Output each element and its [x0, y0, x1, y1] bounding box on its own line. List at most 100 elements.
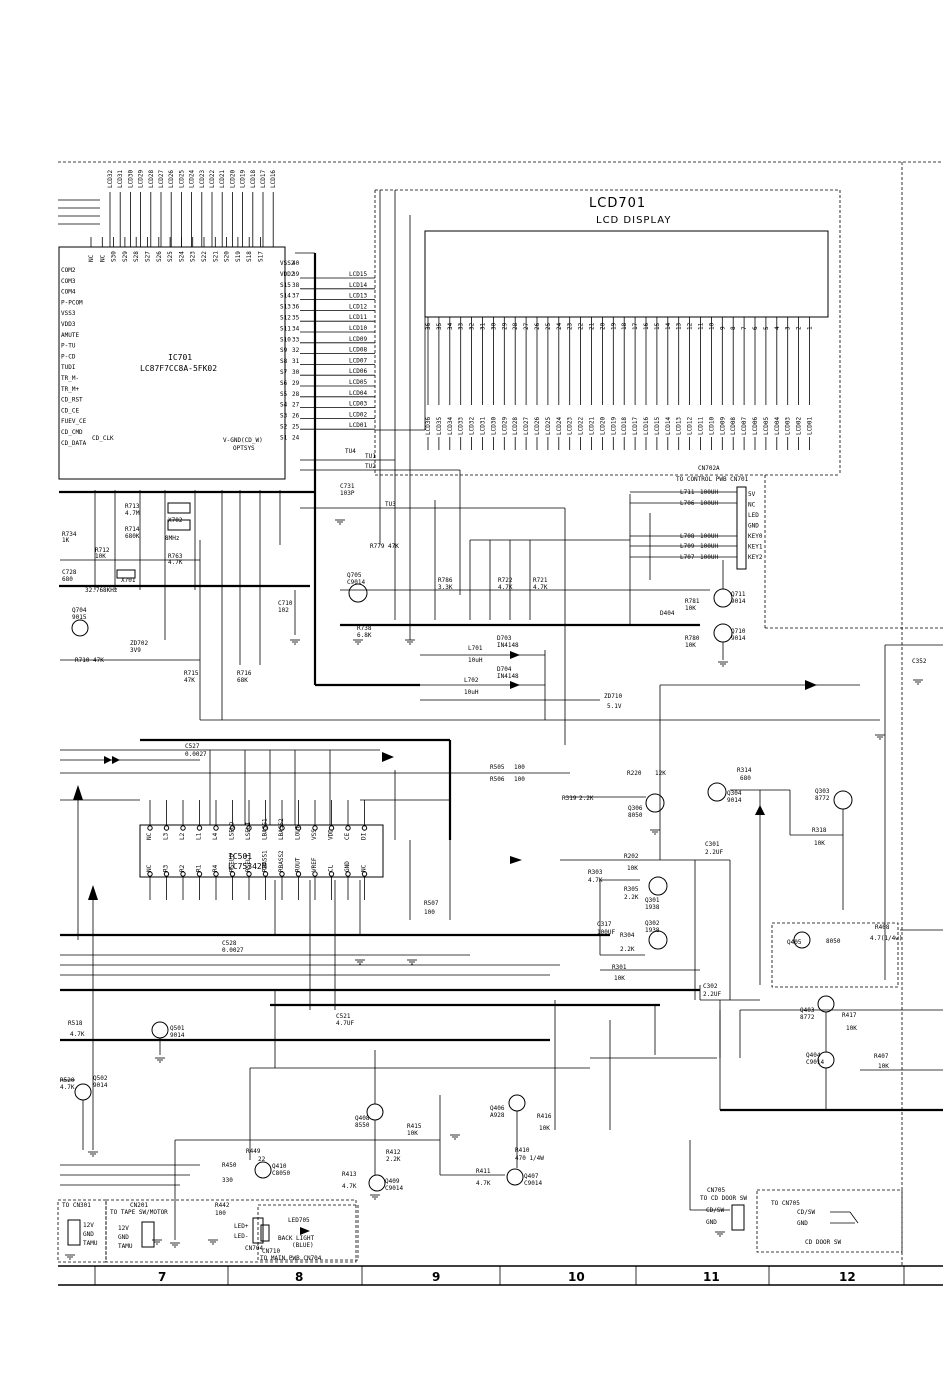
backlight-label: BACK LIGHT — [278, 1235, 315, 1242]
ic701-top-1: NC — [99, 254, 106, 262]
r713-ref: R713 — [125, 503, 140, 510]
r413-ref: R413 — [342, 1171, 357, 1178]
ic501-bot-r1-3: R1 — [196, 864, 203, 872]
column-label-10: 10 — [568, 1270, 585, 1284]
lcd-pin-num-34: 34 — [447, 322, 454, 330]
ic701-pin-s6: S6 — [280, 380, 288, 387]
top-bus-lcd19: LCD19 — [240, 170, 247, 188]
column-label-9: 9 — [432, 1270, 440, 1284]
lcd-bus-lcd03: LCD03 — [349, 401, 367, 408]
ic701-pin-vss2: VSS2 — [280, 260, 295, 267]
lcd-bus-labels: LCD15LCD14LCD13LCD12LCD11LCD10LCD09LCD08… — [300, 271, 396, 508]
ic701-pin-amute: AMUTE — [61, 332, 79, 339]
lcd-pin-lcd17: LCD17 — [632, 417, 639, 435]
diode-section: D703 IN4148 D704 IN4148 L701 10uH L702 1… — [200, 635, 943, 980]
top-bus-lcd24: LCD24 — [189, 170, 196, 188]
cn705-pin-cd/sw: CD/SW — [706, 1207, 724, 1214]
lcd-pin-num-12: 12 — [687, 322, 694, 330]
vgnd-label: V-GND(CD_W) — [223, 437, 263, 444]
top-bus-lcd18: LCD18 — [250, 170, 257, 188]
tu-tu3: TU3 — [385, 501, 396, 508]
c527-val: 0.0027 — [185, 751, 207, 758]
ic501-bot-gnd-12: GND — [344, 861, 351, 872]
c301-ref: C301 — [705, 841, 720, 848]
r763-ref: R763 — [168, 553, 183, 560]
top-bus-lcd30: LCD30 — [127, 170, 134, 188]
ic501-bot-vref-10: VREF — [311, 857, 318, 872]
ic701-pin-num-35: 35 — [292, 315, 300, 322]
ic501-top-lbass1-7: LBASS1 — [262, 818, 269, 840]
lcd-pin-lcd16: LCD16 — [643, 417, 650, 435]
ic701-top-5: S27 — [145, 251, 152, 262]
cn702a-note: TO CONTROL PWB CN701 — [676, 476, 749, 483]
lcd-bus-lcd12: LCD12 — [349, 303, 367, 310]
ic501-bot-rselo-5: RSELO — [229, 854, 236, 872]
lcd-bus-lcd15: LCD15 — [349, 271, 367, 278]
ic701-pin-com3: COM3 — [61, 278, 76, 285]
r303-ref: R303 — [588, 869, 603, 876]
lcd-pin-num-17: 17 — [632, 322, 639, 330]
r318-val: 10K — [814, 840, 825, 847]
r442-ref: R442 — [215, 1202, 230, 1209]
r410-val: 470 1/4W — [515, 1155, 544, 1162]
ic501-bot-r2-2: R2 — [179, 864, 186, 872]
r413-val: 4.7K — [342, 1183, 357, 1190]
ic701-top-2: S30 — [111, 251, 118, 262]
d703-val: IN4148 — [497, 642, 519, 649]
lcd-wiring — [59, 190, 566, 745]
ic701-pin-s9: S9 — [280, 347, 288, 354]
r202-val: 10K — [627, 865, 638, 872]
cn702a-pin-gnd: GND — [748, 523, 759, 530]
r411-val: 4.7K — [476, 1180, 491, 1187]
r416-val: 10K — [539, 1125, 550, 1132]
lcd-pin-num-5: 5 — [763, 326, 770, 330]
lcd-bus-lcd10: LCD10 — [349, 325, 367, 332]
ic701-pin-s7: S7 — [280, 369, 288, 376]
inductor-value-l709: 100UH — [700, 543, 718, 550]
cn201-ref: CN201 — [130, 1202, 148, 1209]
ic701-pin-p-cd: P-CD — [61, 353, 76, 360]
r450-ref: R450 — [222, 1162, 237, 1169]
top-bus-lcd22: LCD22 — [209, 170, 216, 188]
cn702a-pin-5v: 5V — [748, 491, 756, 498]
c731-val: 103P — [340, 490, 355, 497]
lcd-pin-lcd28: LCD28 — [512, 417, 519, 435]
r716-val: 68K — [237, 677, 248, 684]
lcd-pin-lcd04: LCD04 — [774, 417, 781, 435]
l702-val: 10uH — [464, 689, 479, 696]
r506-ref: R506 — [490, 776, 505, 783]
lcd-pin-lcd10: LCD10 — [708, 417, 715, 435]
ic701-peripherals: X701 32.768KHz X702 8MHz R713 4.7M R714 … — [59, 483, 548, 720]
inductor-value-l708: 100UH — [700, 533, 718, 540]
ic701-pin-num-38: 38 — [292, 282, 300, 289]
r506-val: 100 — [514, 776, 525, 783]
r301-ref: R301 — [612, 964, 627, 971]
cn201-pin-12v: 12V — [118, 1225, 129, 1232]
l701-ref: L701 — [468, 645, 483, 652]
lcd-pin-lcd03: LCD03 — [785, 417, 792, 435]
ic501-bot-nc-0: NC — [146, 864, 153, 872]
column-label-8: 8 — [295, 1270, 303, 1284]
ic701-pin-s1: S1 — [280, 434, 288, 441]
lcd-pin-lcd27: LCD27 — [523, 417, 530, 435]
r710-val: 47K — [93, 657, 104, 664]
r408-ref: R408 — [875, 924, 890, 931]
r408-val: 4.7(1/4w) — [870, 935, 903, 942]
r780-val: 10K — [685, 642, 696, 649]
d704-val: IN4148 — [497, 673, 519, 680]
cn702a-pin-nc: NC — [748, 502, 756, 509]
ic701-pin-num-37: 37 — [292, 293, 300, 300]
top-bus-lcd25: LCD25 — [178, 170, 185, 188]
ic501-ref: IC501 — [228, 852, 252, 861]
lcd-pin-num-6: 6 — [752, 326, 759, 330]
c352-ref: C352 — [912, 658, 927, 665]
zd710-ref: ZD710 — [604, 693, 622, 700]
ic701-pin-num-40: 40 — [292, 260, 300, 267]
